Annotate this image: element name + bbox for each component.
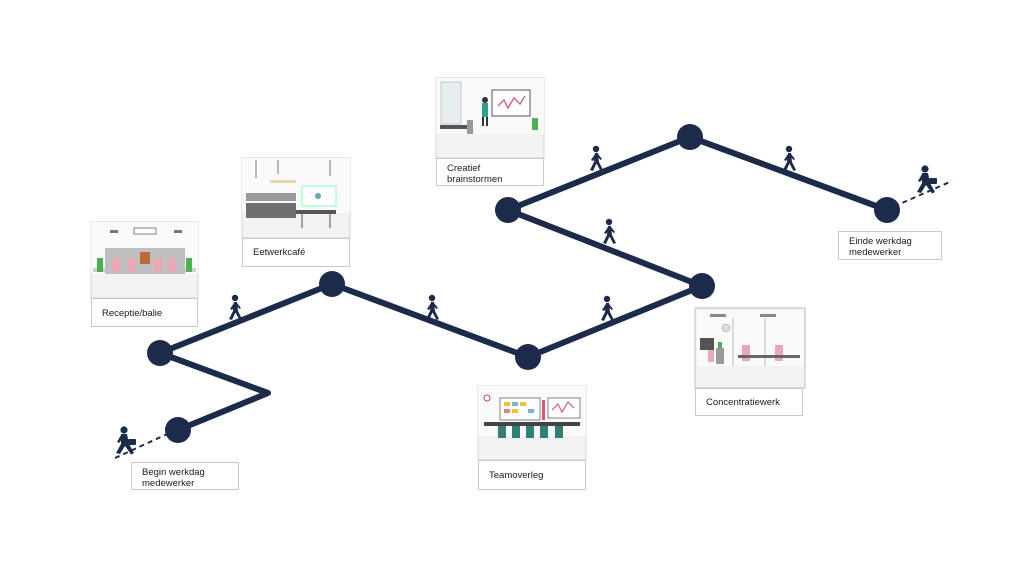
node-eetwerkcafe — [319, 271, 345, 297]
node-top — [677, 124, 703, 150]
node-concentratie — [689, 273, 715, 299]
node-einde — [874, 197, 900, 223]
node-begin — [165, 417, 191, 443]
path-nodes — [147, 124, 900, 443]
node-teamoverleg — [515, 344, 541, 370]
scene-receptie — [90, 221, 199, 299]
label-einde-werkdag: Einde werkdag medewerker — [838, 231, 942, 260]
label-concentratiewerk: Concentratiewerk — [695, 388, 803, 416]
node-creatief — [495, 197, 521, 223]
start-dash — [114, 429, 177, 459]
node-receptie — [147, 340, 173, 366]
walking-person-icon — [783, 145, 796, 171]
scene-eetwerkcafe — [241, 157, 351, 239]
label-eetwerkcafe: Eetwerkcafé — [242, 238, 350, 267]
person-with-briefcase-icon — [917, 165, 937, 194]
label-begin-werkdag: Begin werkdag medewerker — [131, 462, 239, 490]
scene-teamoverleg — [477, 385, 587, 461]
label-receptie-balie: Receptie/balie — [91, 298, 198, 327]
walking-person-icon — [603, 218, 616, 244]
walking-person-icon — [601, 295, 614, 321]
scene-concentratie — [694, 307, 806, 389]
walking-person-icon — [426, 294, 439, 320]
label-creatief-brainstormen: Creatief brainstormen — [436, 158, 544, 186]
walking-person-icon — [229, 294, 242, 320]
walking-person-icon — [590, 145, 603, 171]
scene-creatief — [435, 77, 545, 159]
label-teamoverleg: Teamoverleg — [478, 460, 586, 490]
